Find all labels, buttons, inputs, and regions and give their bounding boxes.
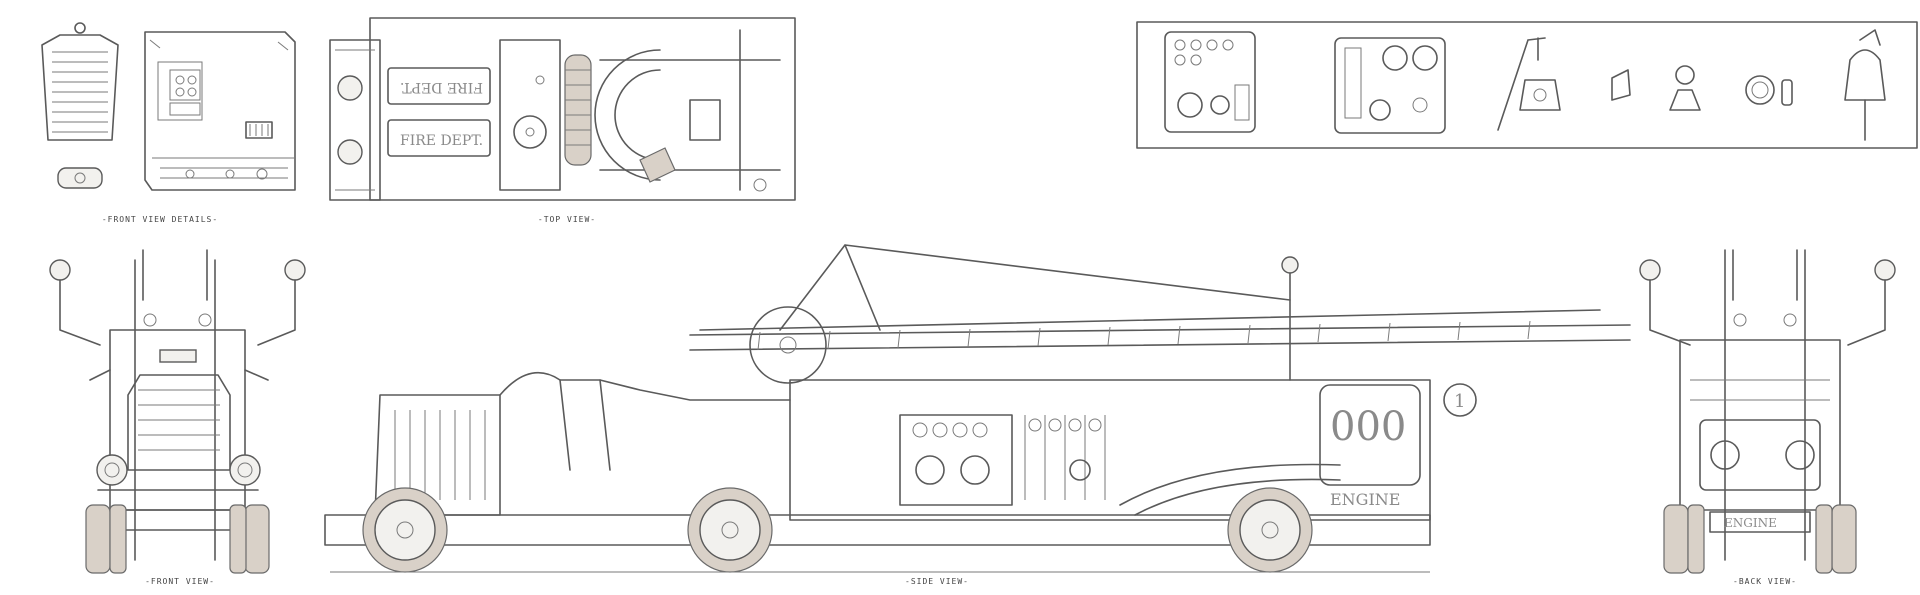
back-view-label: BACK VIEW [1733,577,1797,586]
top-view-drawing: FIRE DEPT. FIRE DEPT. [329,17,796,201]
top-view-label: TOP VIEW [538,215,596,224]
side-view-drawing: 000 1 ENGINE [324,244,1631,573]
front-view-label: FRONT VIEW [145,577,215,586]
fire-dept-marking-top: FIRE DEPT. [400,79,483,95]
engine-marking-back: ENGINE [1724,516,1777,530]
engine-marking-side: ENGINE [1330,490,1400,509]
front-view-drawing [49,249,306,574]
front-view-details [41,22,296,191]
front-view-details-label: FRONT VIEW DETAILS [102,215,218,224]
instrument-details-panel [1136,21,1918,149]
fire-dept-marking-bottom: FIRE DEPT. [400,133,483,149]
side-view-label: SIDE VIEW [905,577,969,586]
back-view-drawing: ENGINE [1639,249,1896,574]
unit-number-side: 1 [1454,391,1465,412]
engine-number-side: 000 [1330,404,1406,450]
